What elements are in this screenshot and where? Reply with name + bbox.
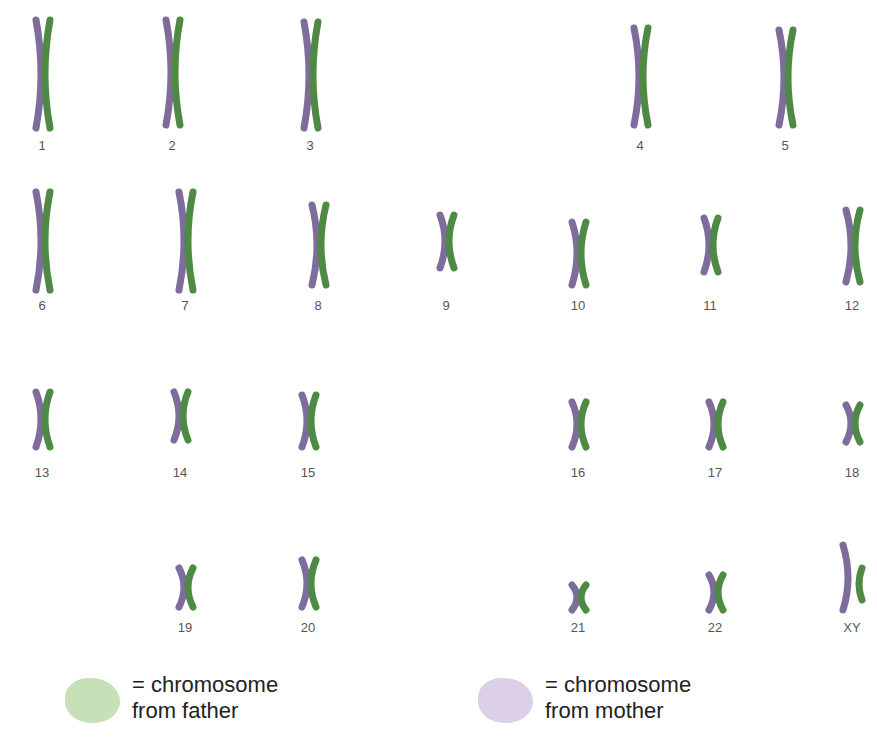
chromosome-number: 15 bbox=[301, 465, 315, 480]
chromosome-number: 7 bbox=[181, 298, 188, 313]
legend-text: = chromosome from father bbox=[132, 672, 302, 724]
chromosome-number: 16 bbox=[571, 465, 585, 480]
chromosome-number: 11 bbox=[703, 298, 717, 313]
legend-text: = chromosome from mother bbox=[545, 672, 715, 724]
chromosome-number: 14 bbox=[173, 465, 187, 480]
chromosome-number: 5 bbox=[781, 138, 788, 153]
chromosome-number: 4 bbox=[636, 138, 643, 153]
chromosome-number: 21 bbox=[571, 620, 585, 635]
chromosome-number: 1 bbox=[38, 138, 45, 153]
chromosome-number: 8 bbox=[314, 298, 321, 313]
chromosome-number: XY bbox=[843, 620, 860, 635]
chromosome-number: 19 bbox=[178, 620, 192, 635]
chromosome-number: 18 bbox=[845, 465, 859, 480]
chromosome-number: 3 bbox=[306, 138, 313, 153]
chromosome-number: 22 bbox=[708, 620, 722, 635]
chromosome-number: 12 bbox=[845, 298, 859, 313]
chromosome-number: 6 bbox=[38, 298, 45, 313]
chromosome-number: 20 bbox=[301, 620, 315, 635]
chromosome-number: 2 bbox=[168, 138, 175, 153]
chromosome-number: 13 bbox=[35, 465, 49, 480]
chromosome-number: 9 bbox=[442, 298, 449, 313]
chromosome-number: 10 bbox=[571, 298, 585, 313]
legend-swatch bbox=[65, 678, 120, 723]
chromosome-pairs bbox=[36, 20, 862, 610]
chromosome-number: 17 bbox=[708, 465, 722, 480]
legend-swatch bbox=[478, 678, 533, 723]
